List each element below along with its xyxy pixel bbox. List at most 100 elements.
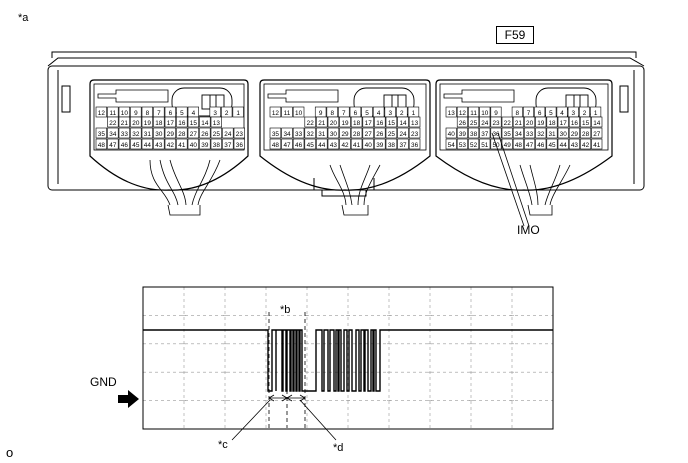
svg-text:46: 46 [295, 142, 303, 149]
terminal-pin-37: 37 [479, 127, 491, 139]
terminal-pin-18: 18 [546, 116, 558, 128]
svg-text:16: 16 [571, 120, 579, 127]
terminal-pin-23: 23 [233, 127, 245, 139]
svg-text:13: 13 [213, 120, 221, 127]
svg-text:24: 24 [399, 131, 407, 138]
terminal-pin-48: 48 [95, 138, 107, 150]
svg-text:9: 9 [494, 110, 498, 117]
callout-b: *b [280, 304, 291, 316]
terminal-pin-53: 53 [456, 138, 468, 150]
terminal-pin-35: 35 [95, 127, 107, 139]
svg-text:21: 21 [515, 120, 523, 127]
svg-text:44: 44 [560, 142, 568, 149]
svg-text:30: 30 [155, 131, 163, 138]
svg-text:18: 18 [155, 120, 163, 127]
terminal-pin-29: 29 [339, 127, 351, 139]
terminal-pin-28: 28 [350, 127, 363, 139]
svg-text:53: 53 [459, 142, 467, 149]
svg-text:47: 47 [283, 142, 291, 149]
terminal-pin-19: 19 [535, 116, 547, 128]
svg-text:22: 22 [307, 120, 315, 127]
terminal-pin-54: 54 [445, 138, 457, 150]
svg-text:44: 44 [318, 142, 326, 149]
terminal-pin-26: 26 [456, 116, 468, 128]
svg-text:41: 41 [593, 142, 601, 149]
terminal-pin-27: 27 [187, 127, 199, 139]
terminal-pin-35: 35 [269, 127, 282, 139]
terminal-pin-23: 23 [408, 127, 421, 139]
svg-text:35: 35 [98, 131, 106, 138]
svg-text:42: 42 [341, 142, 349, 149]
svg-text:23: 23 [492, 120, 500, 127]
svg-text:52: 52 [470, 142, 478, 149]
svg-text:7: 7 [157, 110, 161, 117]
terminal-pin-28: 28 [580, 127, 592, 139]
svg-text:4: 4 [192, 110, 196, 117]
svg-text:23: 23 [411, 131, 419, 138]
terminal-pin-22: 22 [304, 116, 316, 128]
terminal-pin-26: 26 [374, 127, 386, 139]
terminal-pin-20: 20 [327, 116, 340, 128]
terminal-pin-10: 10 [292, 106, 305, 118]
terminal-pin-16: 16 [374, 116, 386, 128]
terminal-pin-19: 19 [339, 116, 351, 128]
svg-text:27: 27 [365, 131, 373, 138]
svg-text:3: 3 [213, 110, 217, 117]
svg-text:28: 28 [178, 131, 186, 138]
terminal-pin-32: 32 [130, 127, 142, 139]
svg-text:6: 6 [169, 110, 173, 117]
svg-text:36: 36 [492, 131, 500, 138]
connector-code: F59 [504, 28, 526, 42]
terminal-pin-25: 25 [210, 127, 222, 139]
svg-text:22: 22 [109, 120, 117, 127]
svg-text:3: 3 [571, 110, 575, 117]
connector-inner [93, 83, 245, 151]
svg-text:7: 7 [527, 110, 531, 117]
terminal-pin-17: 17 [164, 116, 176, 128]
terminal-pin-21: 21 [512, 116, 524, 128]
svg-text:51: 51 [481, 142, 489, 149]
terminal-pin-40: 40 [362, 138, 374, 150]
terminal-pin-30: 30 [327, 127, 340, 139]
svg-text:10: 10 [481, 110, 489, 117]
svg-text:32: 32 [537, 131, 545, 138]
latch [97, 89, 169, 103]
svg-text:26: 26 [201, 131, 209, 138]
connector-inner [439, 83, 609, 151]
terminal-pin-46: 46 [535, 138, 547, 150]
svg-text:37: 37 [481, 131, 489, 138]
terminal-pin-27: 27 [591, 127, 603, 139]
svg-text:11: 11 [470, 110, 477, 117]
svg-text:45: 45 [307, 142, 315, 149]
terminal-pin-37: 37 [397, 138, 409, 150]
svg-text:15: 15 [388, 120, 396, 127]
svg-text:34: 34 [283, 131, 291, 138]
svg-text:47: 47 [526, 142, 534, 149]
svg-text:34: 34 [109, 131, 117, 138]
svg-text:15: 15 [190, 120, 198, 127]
terminal-pin-34: 34 [512, 127, 524, 139]
svg-text:31: 31 [144, 131, 152, 138]
latch [267, 89, 339, 103]
svg-text:29: 29 [571, 131, 579, 138]
svg-text:46: 46 [121, 142, 129, 149]
svg-text:24: 24 [481, 120, 489, 127]
terminal-pin-15: 15 [580, 116, 592, 128]
svg-text:28: 28 [582, 131, 590, 138]
svg-text:17: 17 [167, 120, 175, 127]
connector-body [259, 79, 431, 191]
terminal-pin-36: 36 [408, 138, 421, 150]
terminal-pin-31: 31 [141, 127, 153, 139]
svg-text:13: 13 [411, 120, 419, 127]
svg-text:39: 39 [376, 142, 384, 149]
svg-text:36: 36 [236, 142, 244, 149]
terminal-pin-33: 33 [524, 127, 536, 139]
ground-label: GND [90, 375, 117, 389]
svg-text:14: 14 [593, 120, 601, 127]
terminal-pin-45: 45 [546, 138, 558, 150]
svg-text:8: 8 [146, 110, 150, 117]
terminal-pin-27: 27 [362, 127, 374, 139]
svg-text:26: 26 [459, 120, 467, 127]
svg-text:43: 43 [571, 142, 579, 149]
